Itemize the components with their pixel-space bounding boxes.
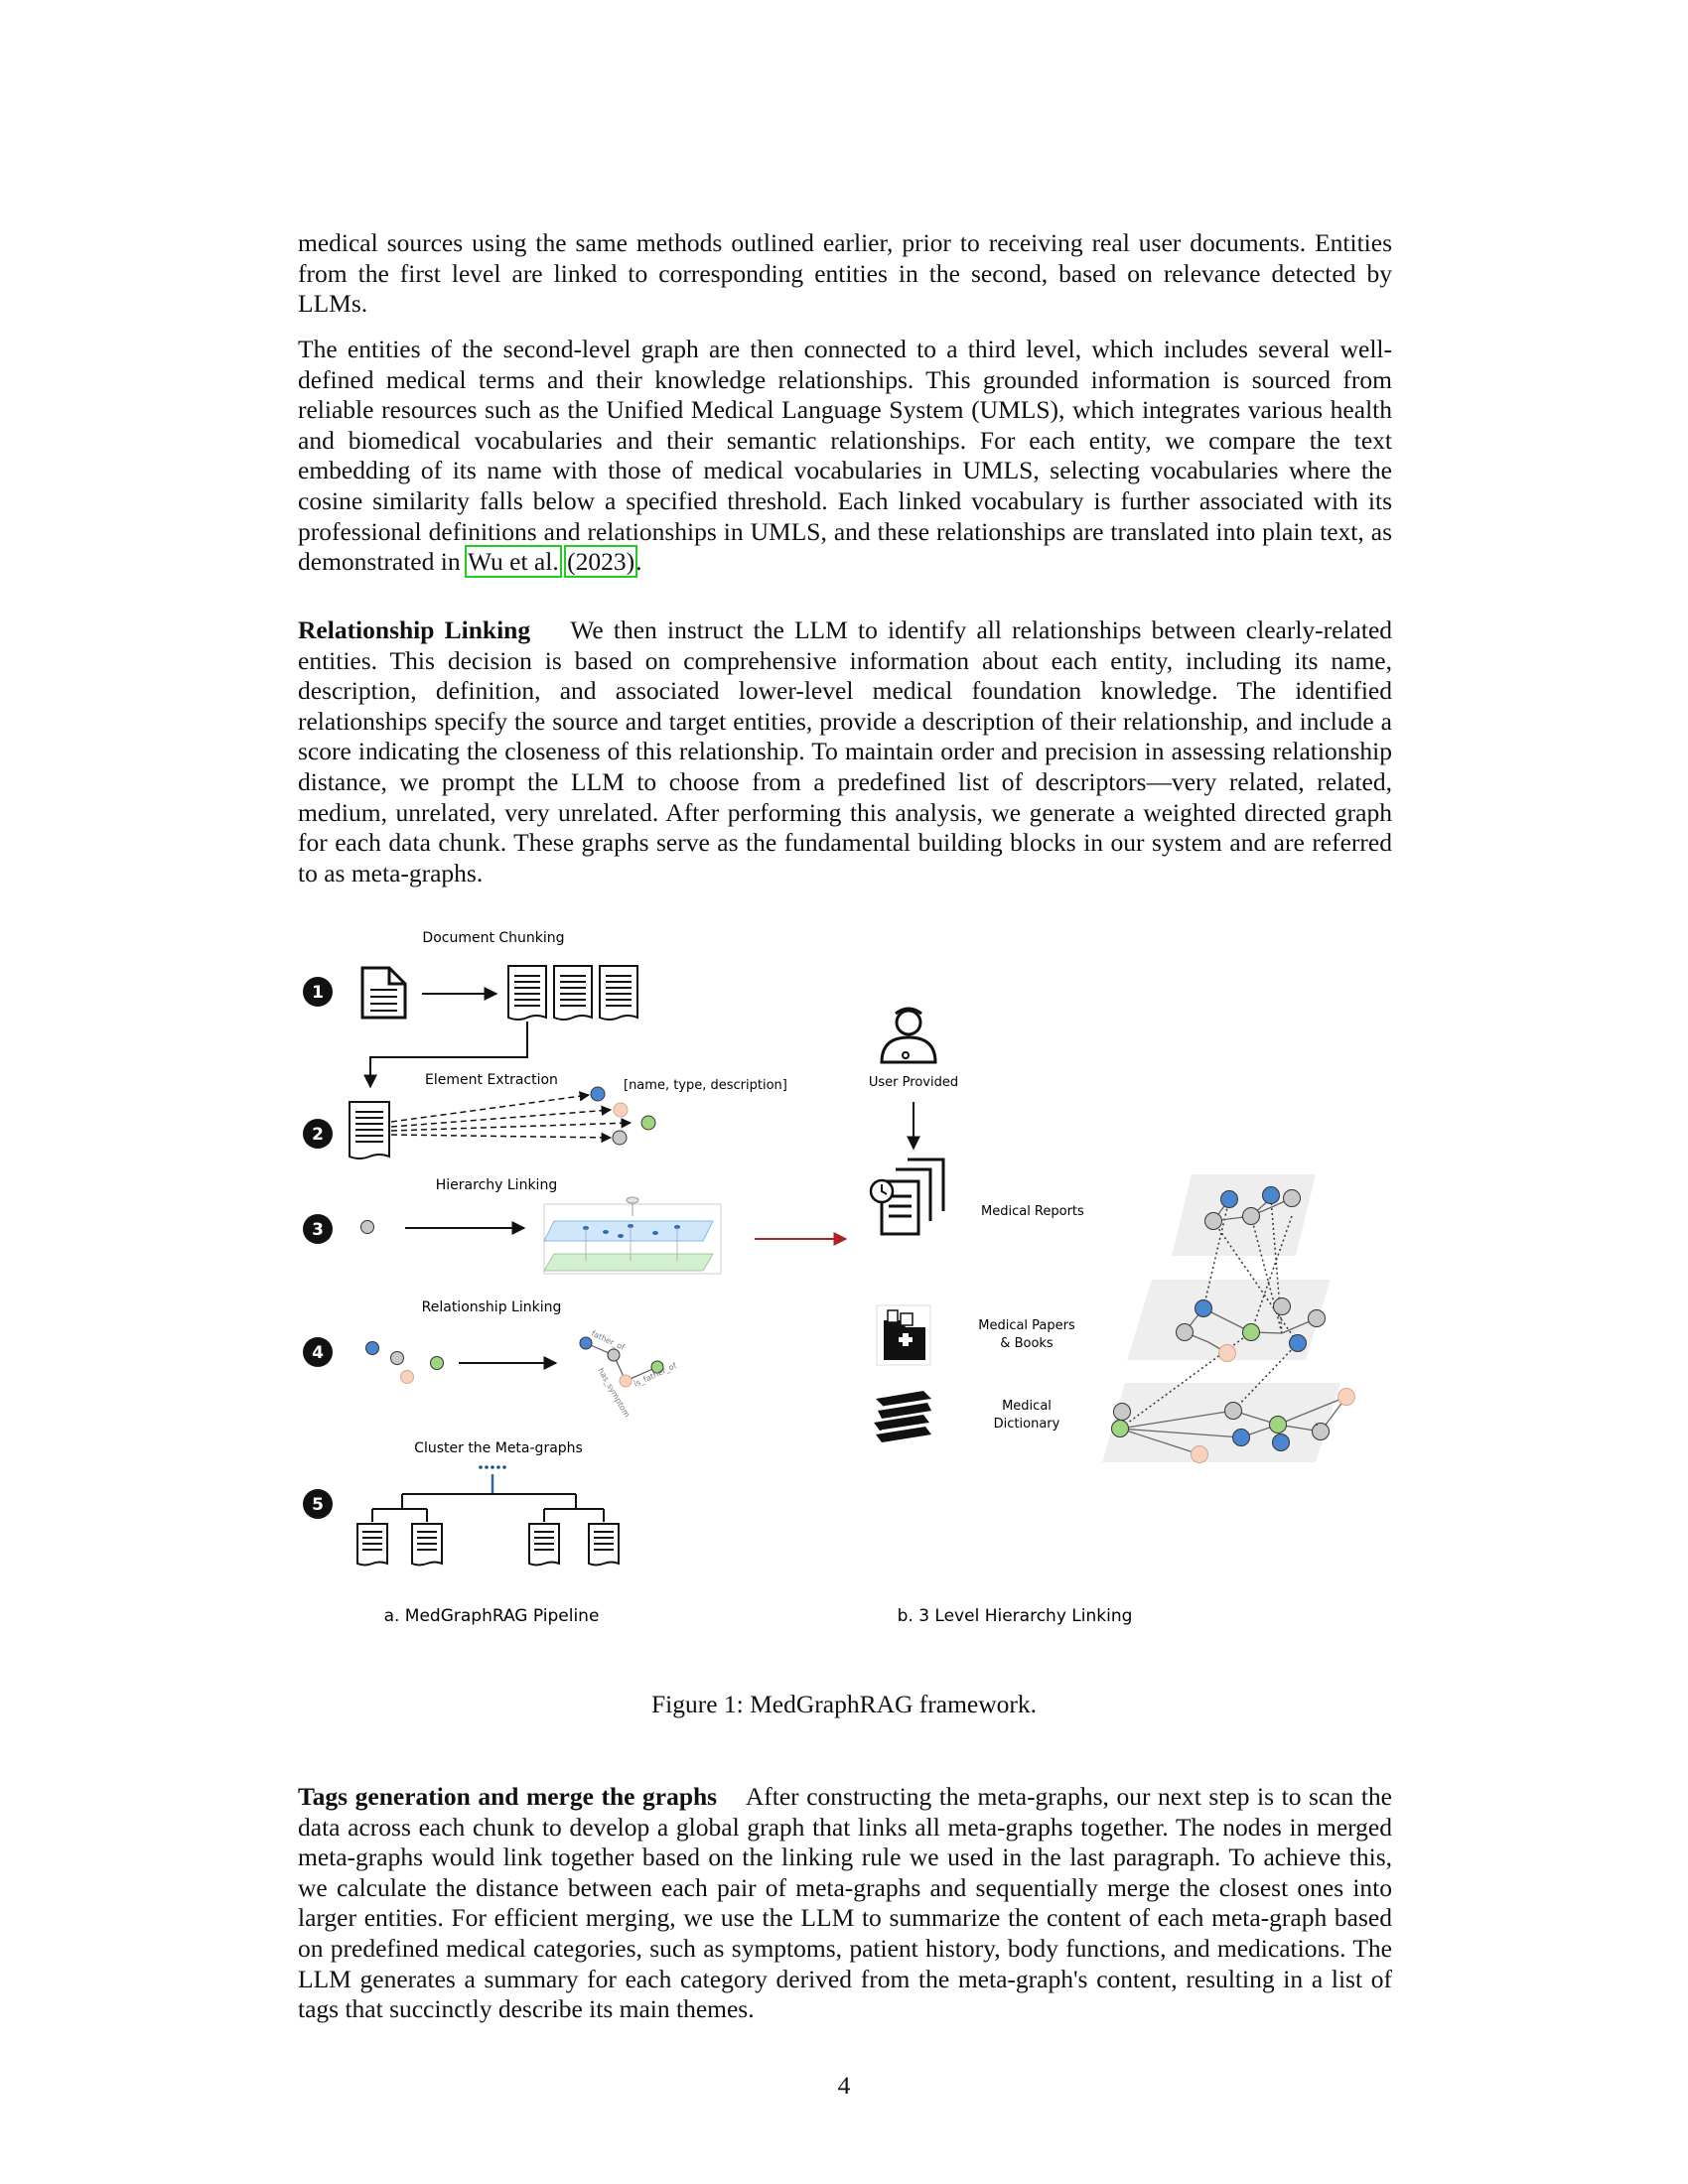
paragraph-umls: The entities of the second-level graph a… <box>298 335 1392 579</box>
rel-node-green <box>430 1356 444 1370</box>
svg-text:5: 5 <box>312 1495 324 1515</box>
step5-title: Cluster the Meta-graphs <box>414 1440 583 1456</box>
section-heading-tags-generation: Tags generation and merge the graphs <box>298 1782 718 1811</box>
step-badge-4: 4 <box>303 1337 333 1367</box>
medical-reports-icon <box>869 1158 945 1236</box>
user-provided-label: User Provided <box>869 1075 958 1090</box>
rel-node-peach <box>400 1370 414 1384</box>
entity-node-blue <box>590 1086 606 1102</box>
figure-caption: Figure 1: MedGraphRAG framework. <box>650 1690 1038 1718</box>
rel-node-gray <box>390 1351 404 1365</box>
step4-title: Relationship Linking <box>422 1299 562 1315</box>
medical-papers-icon <box>876 1304 931 1366</box>
rel-node-blue <box>365 1341 379 1355</box>
caption-a: a. MedGraphRAG Pipeline <box>384 1606 600 1626</box>
entity-node-peach <box>613 1102 629 1118</box>
chunk-icon-1 <box>507 965 547 1021</box>
svg-text:4: 4 <box>312 1343 324 1363</box>
hierarchy-layers-mini <box>543 1196 722 1275</box>
medical-dictionary-label-line2: Dictionary <box>994 1417 1060 1432</box>
svg-text:3: 3 <box>312 1220 324 1240</box>
hierarchy-entity-node <box>360 1220 374 1234</box>
medical-papers-label-line1: Medical Papers <box>978 1318 1075 1333</box>
hierarchy-graph <box>1102 1174 1355 1463</box>
step2-title: Element Extraction <box>425 1072 558 1088</box>
step2-attributes: [name, type, description] <box>624 1078 787 1093</box>
chunk-icon-3 <box>599 965 638 1021</box>
entity-node-green <box>640 1115 656 1131</box>
doctor-icon <box>880 1007 937 1064</box>
caption-b: b. 3 Level Hierarchy Linking <box>898 1606 1133 1626</box>
svg-text:father_of: father_of <box>590 1329 626 1352</box>
svg-text:1: 1 <box>312 983 324 1003</box>
figure-medgraphrag-framework: 1 2 3 4 5 Document Chunking <box>303 930 1355 1626</box>
paragraph-umls-text: The entities of the second-level graph a… <box>298 335 1392 577</box>
section-heading-relationship-linking: Relationship Linking <box>298 615 531 644</box>
step-badge-5: 5 <box>303 1489 333 1519</box>
paragraph-relationship-linking: Relationship Linking We then instruct th… <box>298 615 1392 888</box>
step-badge-2: 2 <box>303 1119 333 1149</box>
paragraph-umls-end: . <box>635 547 642 577</box>
step1-title: Document Chunking <box>422 930 564 946</box>
meta-graph-mini: father_of has_symptom is_father_of <box>579 1329 678 1420</box>
step3-title: Hierarchy Linking <box>436 1177 557 1193</box>
svg-text:has_symptom: has_symptom <box>596 1367 632 1420</box>
chunk-icon-2 <box>553 965 593 1021</box>
document-icon <box>360 966 407 1020</box>
medical-dictionary-label-line1: Medical <box>1002 1399 1052 1414</box>
citation-author-link[interactable]: Wu et al. <box>464 545 562 579</box>
paragraph-relationship-text: We then instruct the LLM to identify all… <box>298 615 1393 887</box>
paragraph-intro: medical sources using the same methods o… <box>298 228 1392 319</box>
medical-reports-label: Medical Reports <box>981 1204 1084 1219</box>
step-badge-1: 1 <box>303 977 333 1007</box>
cluster-dots <box>479 1465 506 1469</box>
paragraph-tags-text: After constructing the meta-graphs, our … <box>298 1782 1392 2024</box>
extraction-document-icon <box>349 1101 390 1160</box>
step-badge-3: 3 <box>303 1214 333 1244</box>
citation-year-link[interactable]: (2023) <box>564 545 638 579</box>
cluster-tree <box>371 1493 605 1522</box>
dictionary-books-icon <box>874 1391 931 1442</box>
paragraph-tags-generation: Tags generation and merge the graphs Aft… <box>298 1782 1392 2025</box>
cluster-document-icons <box>356 1523 620 1567</box>
entity-node-gray <box>612 1130 628 1146</box>
page-number: 4 <box>837 2071 851 2100</box>
svg-text:2: 2 <box>312 1125 324 1145</box>
medical-papers-label-line2: & Books <box>1000 1336 1054 1351</box>
